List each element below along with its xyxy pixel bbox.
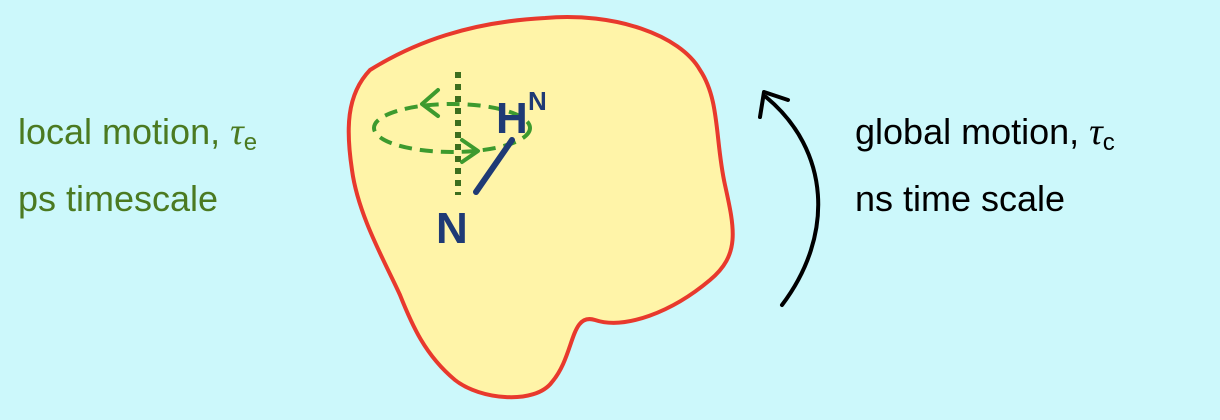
atom-h-superscript: N <box>528 86 547 116</box>
global-motion-text: global motion, <box>855 111 1090 152</box>
global-timescale-text: ns time scale <box>855 178 1066 219</box>
local-motion-line-1: local motion, τe <box>18 104 257 171</box>
molecule-blob <box>346 15 735 400</box>
global-rotation-arrow <box>764 95 821 307</box>
global-motion-line-1: global motion, τc <box>855 104 1115 171</box>
local-motion-text: local motion, <box>18 111 231 152</box>
local-motion-ellipse <box>372 102 532 154</box>
global-tau-symbol: τ <box>1089 111 1103 153</box>
local-motion-caption: local motion, τe ps timescale <box>18 104 257 227</box>
local-tau-subscript: e <box>243 129 258 156</box>
local-timescale-text: ps timescale <box>18 178 219 219</box>
global-tau-subscript: c <box>1102 129 1115 156</box>
ellipse-arrowhead-top <box>420 88 440 118</box>
global-motion-caption: global motion, τc ns time scale <box>855 104 1115 227</box>
atom-h-label: H <box>496 94 528 143</box>
global-rotation-arrowhead <box>758 90 790 119</box>
atom-n-label: N <box>436 204 468 253</box>
ellipse-arrowhead-bottom <box>460 138 480 164</box>
local-tau-symbol: τ <box>230 111 244 153</box>
nh-bond <box>473 137 515 195</box>
